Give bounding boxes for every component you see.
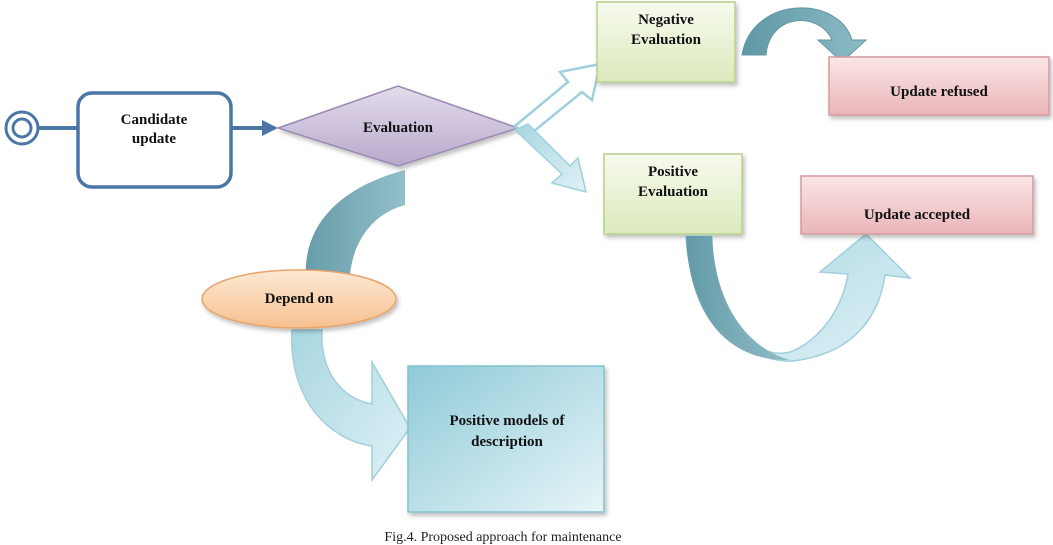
models-label-line2: description — [471, 434, 543, 450]
negative-label-line1: Negative — [638, 12, 694, 28]
update-accepted-label: Update accepted — [864, 207, 971, 223]
positive-label-line2: Evaluation — [638, 184, 709, 200]
update-refused-node — [828, 56, 1050, 116]
models-label-line1: Positive models of — [450, 413, 566, 429]
curved-arrow-negative-to-refused — [741, 7, 868, 63]
arrowhead-to-evaluation — [262, 120, 278, 136]
positive-evaluation-node — [603, 153, 743, 235]
update-refused-label: Update refused — [890, 84, 988, 100]
curved-arrow-depend-to-models — [291, 329, 411, 483]
depend-on-node — [201, 269, 397, 329]
curved-arrow-positive-dark-band — [686, 236, 790, 361]
negative-label-line2: Evaluation — [631, 32, 702, 48]
evaluation-label: Evaluation — [363, 120, 434, 136]
positive-models-node — [407, 365, 605, 513]
depend-on-label: Depend on — [265, 291, 334, 307]
positive-label-line1: Positive — [648, 164, 698, 180]
figure-caption: Fig.4. Proposed approach for maintenance — [384, 530, 621, 545]
arrow-to-negative — [512, 62, 602, 138]
start-event — [4, 110, 40, 146]
curved-arrow-evaluation-to-depend — [305, 170, 405, 296]
candidate-label-line2: update — [132, 131, 177, 147]
arrow-to-positive — [513, 123, 588, 194]
candidate-update-node: Candidate update — [76, 91, 233, 189]
update-accepted-node — [800, 175, 1034, 235]
candidate-label-line1: Candidate — [121, 112, 188, 128]
negative-evaluation-node — [596, 1, 736, 83]
